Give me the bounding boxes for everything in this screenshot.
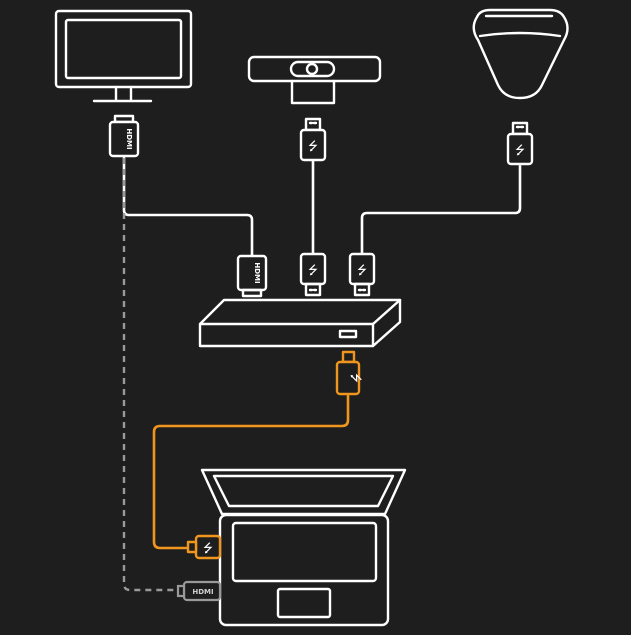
hdmi-monitor-label: HDMI — [125, 128, 133, 149]
hdmi-hub-label: HDMI — [253, 262, 261, 283]
cable-monitor-to-hub — [122, 156, 254, 258]
monitor-icon — [54, 9, 193, 103]
hdmi-plug-hub: HDMI — [236, 254, 268, 298]
camera-icon — [247, 55, 382, 105]
usb-icon: ⭍ — [357, 263, 367, 277]
usb-plug-laptop: ⭍ — [186, 534, 222, 560]
usb-plug-hub-output: ⭍ — [335, 350, 363, 396]
usb-icon: ⭍ — [308, 139, 318, 153]
usb-plug-hub-camera: ⭍ — [299, 252, 327, 297]
usb-icon: ⭍ — [308, 263, 318, 277]
hdmi-plug-laptop: HDMI — [176, 580, 222, 602]
cable-hub-to-laptop-usb — [152, 394, 350, 550]
usb-plug-hub-speakerphone: ⭍ — [348, 252, 376, 297]
usb-icon: ⭍ — [515, 143, 525, 157]
usb-plug-speakerphone: ⭍ — [506, 121, 534, 166]
cable-speakerphone-to-hub — [360, 164, 522, 256]
usb-icon: ⭍ — [203, 541, 213, 555]
cable-direct-hdmi-dashed — [122, 158, 184, 592]
speakerphone-icon — [472, 8, 569, 100]
hdmi-plug-monitor: HDMI — [108, 114, 140, 158]
laptop-icon — [200, 468, 407, 627]
hub-box-icon — [198, 298, 402, 348]
hdmi-laptop-label: HDMI — [192, 588, 213, 596]
usb-icon: ⭍ — [349, 373, 363, 383]
usb-plug-camera: ⭍ — [299, 117, 327, 162]
